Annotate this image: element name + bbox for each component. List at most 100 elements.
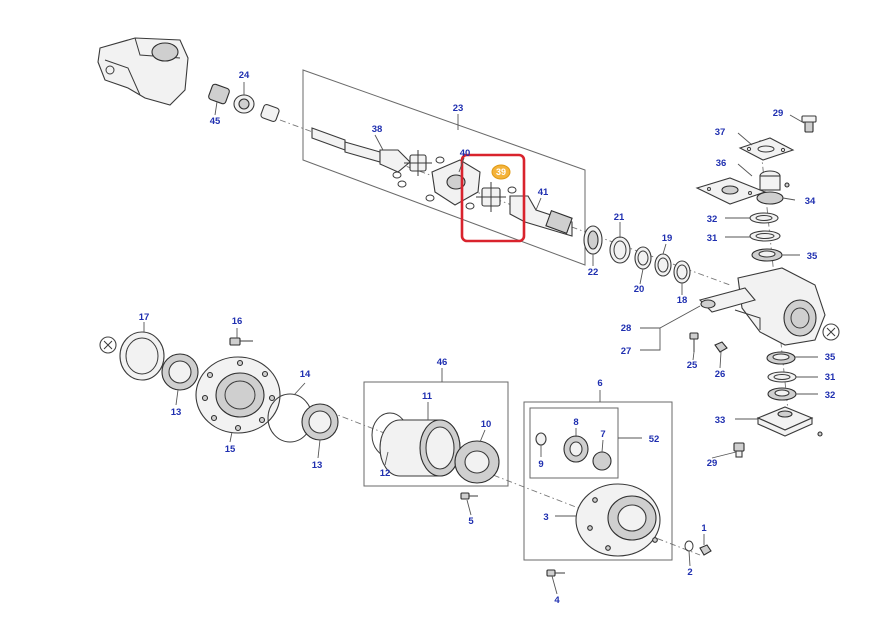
screw-4[interactable] bbox=[546, 569, 565, 577]
label-25: 25 bbox=[687, 360, 698, 371]
ring-20[interactable] bbox=[634, 246, 652, 270]
label-1: 1 bbox=[701, 523, 707, 534]
label-20: 20 bbox=[634, 284, 645, 295]
label-7: 7 bbox=[600, 429, 605, 440]
grease-fitting[interactable] bbox=[817, 431, 823, 437]
drive-shaft-group-box bbox=[302, 69, 586, 266]
o-ring-2[interactable] bbox=[684, 540, 694, 552]
label-37: 37 bbox=[715, 127, 726, 138]
bearing-35-bottom[interactable] bbox=[766, 351, 796, 365]
label-14: 14 bbox=[300, 369, 311, 380]
part-number-labels: 45 24 23 38 40 41 21 22 20 19 18 28 27 2… bbox=[139, 70, 836, 606]
label-23: 23 bbox=[453, 103, 464, 114]
label-27: 27 bbox=[621, 346, 632, 357]
hotspot-label-39: 39 bbox=[496, 167, 506, 177]
nut-26[interactable] bbox=[714, 341, 728, 353]
bearing-35-top[interactable] bbox=[751, 248, 783, 262]
planet-carrier-group-box-6 bbox=[523, 401, 673, 561]
hub-seal-17[interactable] bbox=[119, 331, 165, 381]
bolt-29-top[interactable] bbox=[801, 115, 817, 133]
label-21: 21 bbox=[614, 212, 625, 223]
ring-18[interactable] bbox=[673, 260, 691, 284]
label-29-bottom: 29 bbox=[707, 458, 718, 469]
seal-22[interactable] bbox=[583, 225, 603, 255]
label-3: 3 bbox=[543, 512, 548, 523]
axle-housing[interactable] bbox=[97, 37, 189, 106]
hotspot-marker-39[interactable]: 39 bbox=[491, 164, 511, 180]
label-16: 16 bbox=[232, 316, 243, 327]
label-15: 15 bbox=[225, 444, 236, 455]
label-13-left: 13 bbox=[171, 407, 182, 418]
seal-32-top[interactable] bbox=[749, 212, 779, 224]
seal-32-bottom[interactable] bbox=[767, 387, 797, 401]
outer-axle-shaft-41[interactable] bbox=[509, 195, 573, 237]
screw-5[interactable] bbox=[460, 492, 478, 500]
label-26: 26 bbox=[715, 369, 726, 380]
label-19: 19 bbox=[662, 233, 673, 244]
needle-bearing-45[interactable] bbox=[208, 83, 230, 105]
carrier-plug-1[interactable] bbox=[699, 544, 712, 556]
wheel-hub-15[interactable] bbox=[195, 356, 281, 434]
kingpin-cover-33[interactable] bbox=[756, 406, 814, 437]
bolt-29-bottom[interactable] bbox=[733, 442, 745, 458]
wheel-stud-16[interactable] bbox=[229, 337, 253, 346]
universal-joint-cross-39[interactable] bbox=[476, 182, 506, 212]
bolt-25[interactable] bbox=[689, 332, 699, 352]
not-supplied-marker-right bbox=[822, 323, 840, 341]
steering-knuckle[interactable] bbox=[698, 267, 826, 346]
label-35-bottom: 35 bbox=[825, 352, 836, 363]
bearing-cone-13-right[interactable] bbox=[301, 403, 339, 441]
label-8: 8 bbox=[573, 417, 578, 428]
label-18: 18 bbox=[677, 295, 688, 306]
ring-19[interactable] bbox=[654, 253, 672, 277]
bearing-cone-13-left[interactable] bbox=[161, 353, 199, 391]
label-33: 33 bbox=[715, 415, 726, 426]
planet-carrier-3[interactable] bbox=[575, 483, 661, 557]
label-9: 9 bbox=[538, 459, 543, 470]
thrust-washer-9[interactable] bbox=[535, 432, 547, 446]
label-35-top: 35 bbox=[807, 251, 818, 262]
ring-gear-11[interactable] bbox=[379, 419, 461, 477]
needle-bearing-7[interactable] bbox=[592, 451, 612, 471]
label-11: 11 bbox=[422, 391, 433, 402]
label-28: 28 bbox=[621, 323, 632, 334]
kingpin-cap-37[interactable] bbox=[738, 137, 795, 161]
joint-yoke-40[interactable] bbox=[431, 159, 481, 206]
inner-axle-shaft-38[interactable] bbox=[311, 127, 411, 173]
label-4: 4 bbox=[554, 595, 560, 606]
label-24: 24 bbox=[239, 70, 250, 81]
label-5: 5 bbox=[468, 516, 474, 527]
label-52: 52 bbox=[649, 434, 660, 445]
label-32-top: 32 bbox=[707, 214, 718, 225]
label-2: 2 bbox=[687, 567, 692, 578]
label-45: 45 bbox=[210, 116, 221, 127]
not-supplied-marker-left bbox=[99, 336, 117, 354]
label-31-top: 31 bbox=[707, 233, 718, 244]
bushing[interactable] bbox=[260, 103, 280, 123]
label-13-right: 13 bbox=[312, 460, 323, 471]
ring-31-top[interactable] bbox=[749, 230, 781, 242]
universal-joint-cross-left[interactable] bbox=[404, 150, 432, 176]
planet-gear-8[interactable] bbox=[563, 435, 589, 463]
planetary-group-box-46 bbox=[363, 381, 509, 487]
label-22: 22 bbox=[588, 267, 599, 278]
label-6: 6 bbox=[597, 378, 602, 389]
seal-21[interactable] bbox=[609, 236, 631, 264]
ring-31-bottom[interactable] bbox=[767, 371, 797, 383]
seal-24[interactable] bbox=[233, 94, 255, 114]
label-36: 36 bbox=[716, 158, 727, 169]
label-17: 17 bbox=[139, 312, 150, 323]
label-29-top: 29 bbox=[773, 108, 784, 119]
leader-lines bbox=[143, 82, 818, 595]
selected-part-highlight bbox=[460, 153, 526, 243]
kingpin-plate-36[interactable] bbox=[695, 177, 767, 205]
label-31-bottom: 31 bbox=[825, 372, 836, 383]
ring-gear-carrier-10[interactable] bbox=[454, 440, 500, 484]
kingpin-pin-34[interactable] bbox=[756, 170, 790, 205]
label-12: 12 bbox=[380, 468, 391, 479]
label-41: 41 bbox=[538, 187, 549, 198]
label-40: 40 bbox=[460, 148, 471, 159]
assembly-axes bbox=[279, 119, 791, 556]
label-32-bottom: 32 bbox=[825, 390, 836, 401]
